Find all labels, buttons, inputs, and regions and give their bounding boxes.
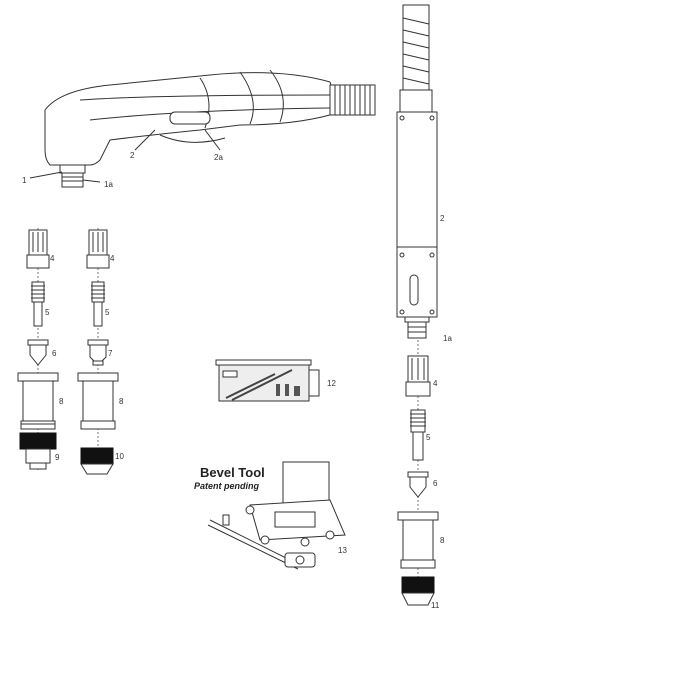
spare-parts-kit: 12: [215, 359, 336, 402]
label-2: 2: [130, 151, 135, 160]
label-b-8: 8: [119, 397, 124, 406]
label-b-7: 7: [108, 349, 113, 358]
label-m-6: 6: [433, 479, 438, 488]
label-b-4: 4: [110, 254, 115, 263]
bevel-tool-subtitle: Patent pending: [194, 481, 260, 491]
label-a-5: 5: [45, 308, 50, 317]
machine-torch: 2 1a 4 5 6 8 11: [396, 4, 452, 610]
label-2a: 2a: [214, 153, 223, 162]
label-m-11: 11: [431, 601, 440, 610]
label-1: 1: [22, 176, 27, 185]
label-b-10: 10: [115, 452, 124, 461]
label-a-4: 4: [50, 254, 55, 263]
label-b-5: 5: [105, 308, 110, 317]
bevel-tool: Bevel Tool Patent pending 13: [194, 461, 347, 570]
label-a-6: 6: [52, 349, 57, 358]
consumables-stack-a: 4 5 6 8 9: [17, 228, 64, 470]
label-m-1a: 1a: [443, 334, 452, 343]
label-13: 13: [338, 546, 347, 555]
label-m-4: 4: [433, 379, 438, 388]
label-a-8: 8: [59, 397, 64, 406]
consumables-stack-b: 4 5 7 8 10: [77, 228, 124, 475]
bevel-tool-title: Bevel Tool: [200, 465, 265, 480]
label-12: 12: [327, 379, 336, 388]
label-m-2: 2: [440, 214, 445, 223]
label-m-8: 8: [440, 536, 445, 545]
label-m-5: 5: [426, 433, 431, 442]
label-a-9: 9: [55, 453, 60, 462]
hand-torch: 1 1a 2 2a: [22, 69, 376, 189]
label-1a: 1a: [104, 180, 113, 189]
